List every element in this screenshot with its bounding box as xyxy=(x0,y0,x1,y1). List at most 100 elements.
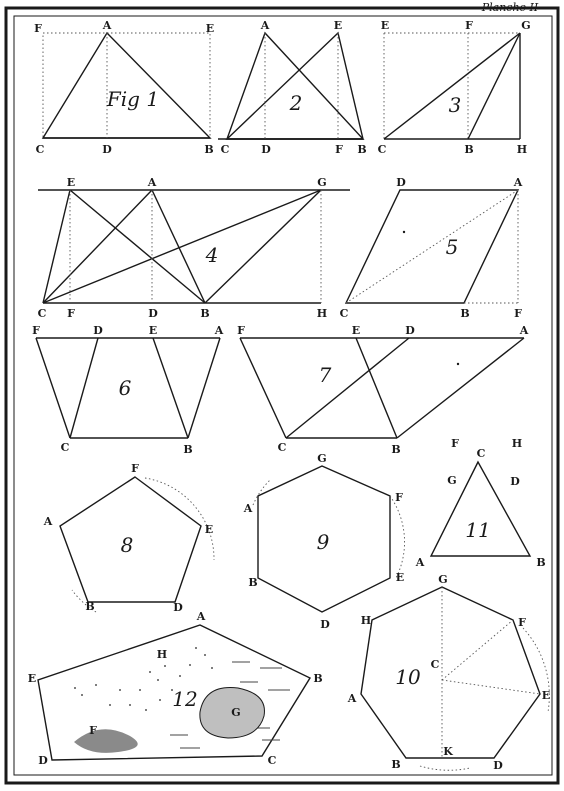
fig1-label-D: D xyxy=(102,143,112,156)
fig12-label-E: E xyxy=(28,672,36,685)
fig1-label-F: F xyxy=(34,22,42,35)
fig8-circle-arc xyxy=(144,477,215,561)
fig7-label-D: D xyxy=(405,324,415,337)
fig6-side-DC xyxy=(69,337,99,439)
figure-1: F A E C D B Fig 1 xyxy=(34,19,214,156)
fig2-label-F: F xyxy=(335,143,343,156)
fig12-label-G: G xyxy=(231,706,240,719)
fig3-number: 3 xyxy=(449,93,462,117)
fig4-label-A: A xyxy=(147,176,157,189)
figure-9: G A F B E D 9 xyxy=(243,452,405,631)
fig6-label-D: D xyxy=(93,324,103,337)
fig11-label-B: B xyxy=(536,556,545,569)
fig2-label-A: A xyxy=(260,19,270,32)
fig2-triangle-ACB xyxy=(226,31,365,140)
plate-inner-border xyxy=(13,15,553,776)
fig10-circle-arc-bottom xyxy=(419,765,471,771)
fig4-number: 4 xyxy=(205,243,219,267)
fig4-label-H: H xyxy=(317,307,327,320)
fig1-label-C: C xyxy=(36,143,45,156)
fig8-label-F: F xyxy=(131,462,139,475)
fig6-number: 6 xyxy=(119,376,132,400)
fig4-side-CA xyxy=(42,189,153,304)
fig8-label-B: B xyxy=(85,600,94,613)
fig9-label-A: A xyxy=(243,502,253,515)
fig1-number: Fig 1 xyxy=(106,87,159,111)
fig12-dark-patch xyxy=(74,729,138,753)
fig7-point xyxy=(456,362,460,366)
fig9-circle-arc-left xyxy=(252,479,271,506)
fig2-label-D: D xyxy=(261,143,271,156)
fig7-label-E: E xyxy=(352,324,360,337)
fig5-label-C: C xyxy=(340,307,349,320)
figure-4: E A G C F D B H 4 xyxy=(38,176,350,320)
fig11-label-D: D xyxy=(510,475,520,488)
fig4-label-F: F xyxy=(67,307,75,320)
fig12-land-polygon xyxy=(37,624,312,761)
fig5-parallelogram xyxy=(344,189,520,304)
figure-3: E F G C B H 3 xyxy=(378,19,531,156)
fig5-diagonal xyxy=(345,189,519,304)
fig10-radius-CF xyxy=(441,619,514,681)
fig4-side-EB xyxy=(69,189,206,304)
plate-title: Planche II xyxy=(481,1,539,14)
fig10-label-A: A xyxy=(347,692,357,705)
fig11-triangle xyxy=(429,460,532,557)
fig6-label-E: E xyxy=(149,324,157,337)
figure-7: F E D A C B 7 xyxy=(237,324,529,456)
fig8-label-D: D xyxy=(173,601,183,614)
fig5-label-B: B xyxy=(460,307,469,320)
fig3-side-BG xyxy=(467,32,521,140)
fig2-number: 2 xyxy=(289,91,303,115)
fig12-label-A: A xyxy=(196,610,206,623)
fig10-radius-CE xyxy=(441,679,541,695)
fig12-label-C: C xyxy=(268,754,277,767)
fig4-side-AB xyxy=(151,189,206,304)
fig11-number: 11 xyxy=(465,518,490,542)
fig7-side-FC xyxy=(239,337,287,439)
fig4-label-C: C xyxy=(38,307,47,320)
fig6-side-EB xyxy=(152,337,189,439)
plate-outer-border xyxy=(4,6,560,785)
fig9-number: 9 xyxy=(317,530,330,554)
fig9-circle-arc xyxy=(389,495,405,579)
fig10-label-B: B xyxy=(391,758,400,771)
fig1-label-E: E xyxy=(206,22,214,35)
fig6-label-B: B xyxy=(183,443,192,456)
fig8-label-E: E xyxy=(205,523,213,536)
fig9-label-B: B xyxy=(248,576,257,589)
fig9-label-G: G xyxy=(317,452,326,465)
fig5-number: 5 xyxy=(446,235,459,259)
fig4-label-G: G xyxy=(317,176,326,189)
fig4-label-E: E xyxy=(67,176,75,189)
fig10-label-H: H xyxy=(361,614,371,627)
fig10-label-E: E xyxy=(542,689,550,702)
figure-6: F D E A C B 6 xyxy=(32,324,224,456)
fig6-label-C: C xyxy=(61,441,70,454)
fig7-side-DC xyxy=(285,337,410,439)
fig2-label-B: B xyxy=(357,143,366,156)
fig6-label-F: F xyxy=(32,324,40,337)
fig12-label-H: H xyxy=(157,648,167,661)
fig12-number: 12 xyxy=(172,687,197,711)
figure-11: F C H G D A B 11 xyxy=(415,437,546,569)
fig9-label-F: F xyxy=(395,491,403,504)
fig10-label-G: G xyxy=(438,573,447,586)
fig8-label-A: A xyxy=(43,515,53,528)
fig10-label-C: C xyxy=(431,658,440,671)
fig4-label-D: D xyxy=(148,307,158,320)
figure-10: G H F C A E B K D 10 xyxy=(347,573,550,772)
fig7-label-C: C xyxy=(278,441,287,454)
fig1-label-B: B xyxy=(204,143,213,156)
fig1-label-A: A xyxy=(102,19,112,32)
fig10-heptagon xyxy=(360,586,541,759)
fig3-label-E: E xyxy=(381,19,389,32)
fig3-side-CG xyxy=(383,32,521,140)
fig11-label-C: C xyxy=(477,447,486,460)
fig8-number: 8 xyxy=(121,533,134,557)
fig1-dotted-frame xyxy=(42,32,211,139)
figure-2: A E C D F B 2 xyxy=(218,19,367,156)
fig3-label-B: B xyxy=(464,143,473,156)
fig6-side-AB xyxy=(187,337,221,439)
